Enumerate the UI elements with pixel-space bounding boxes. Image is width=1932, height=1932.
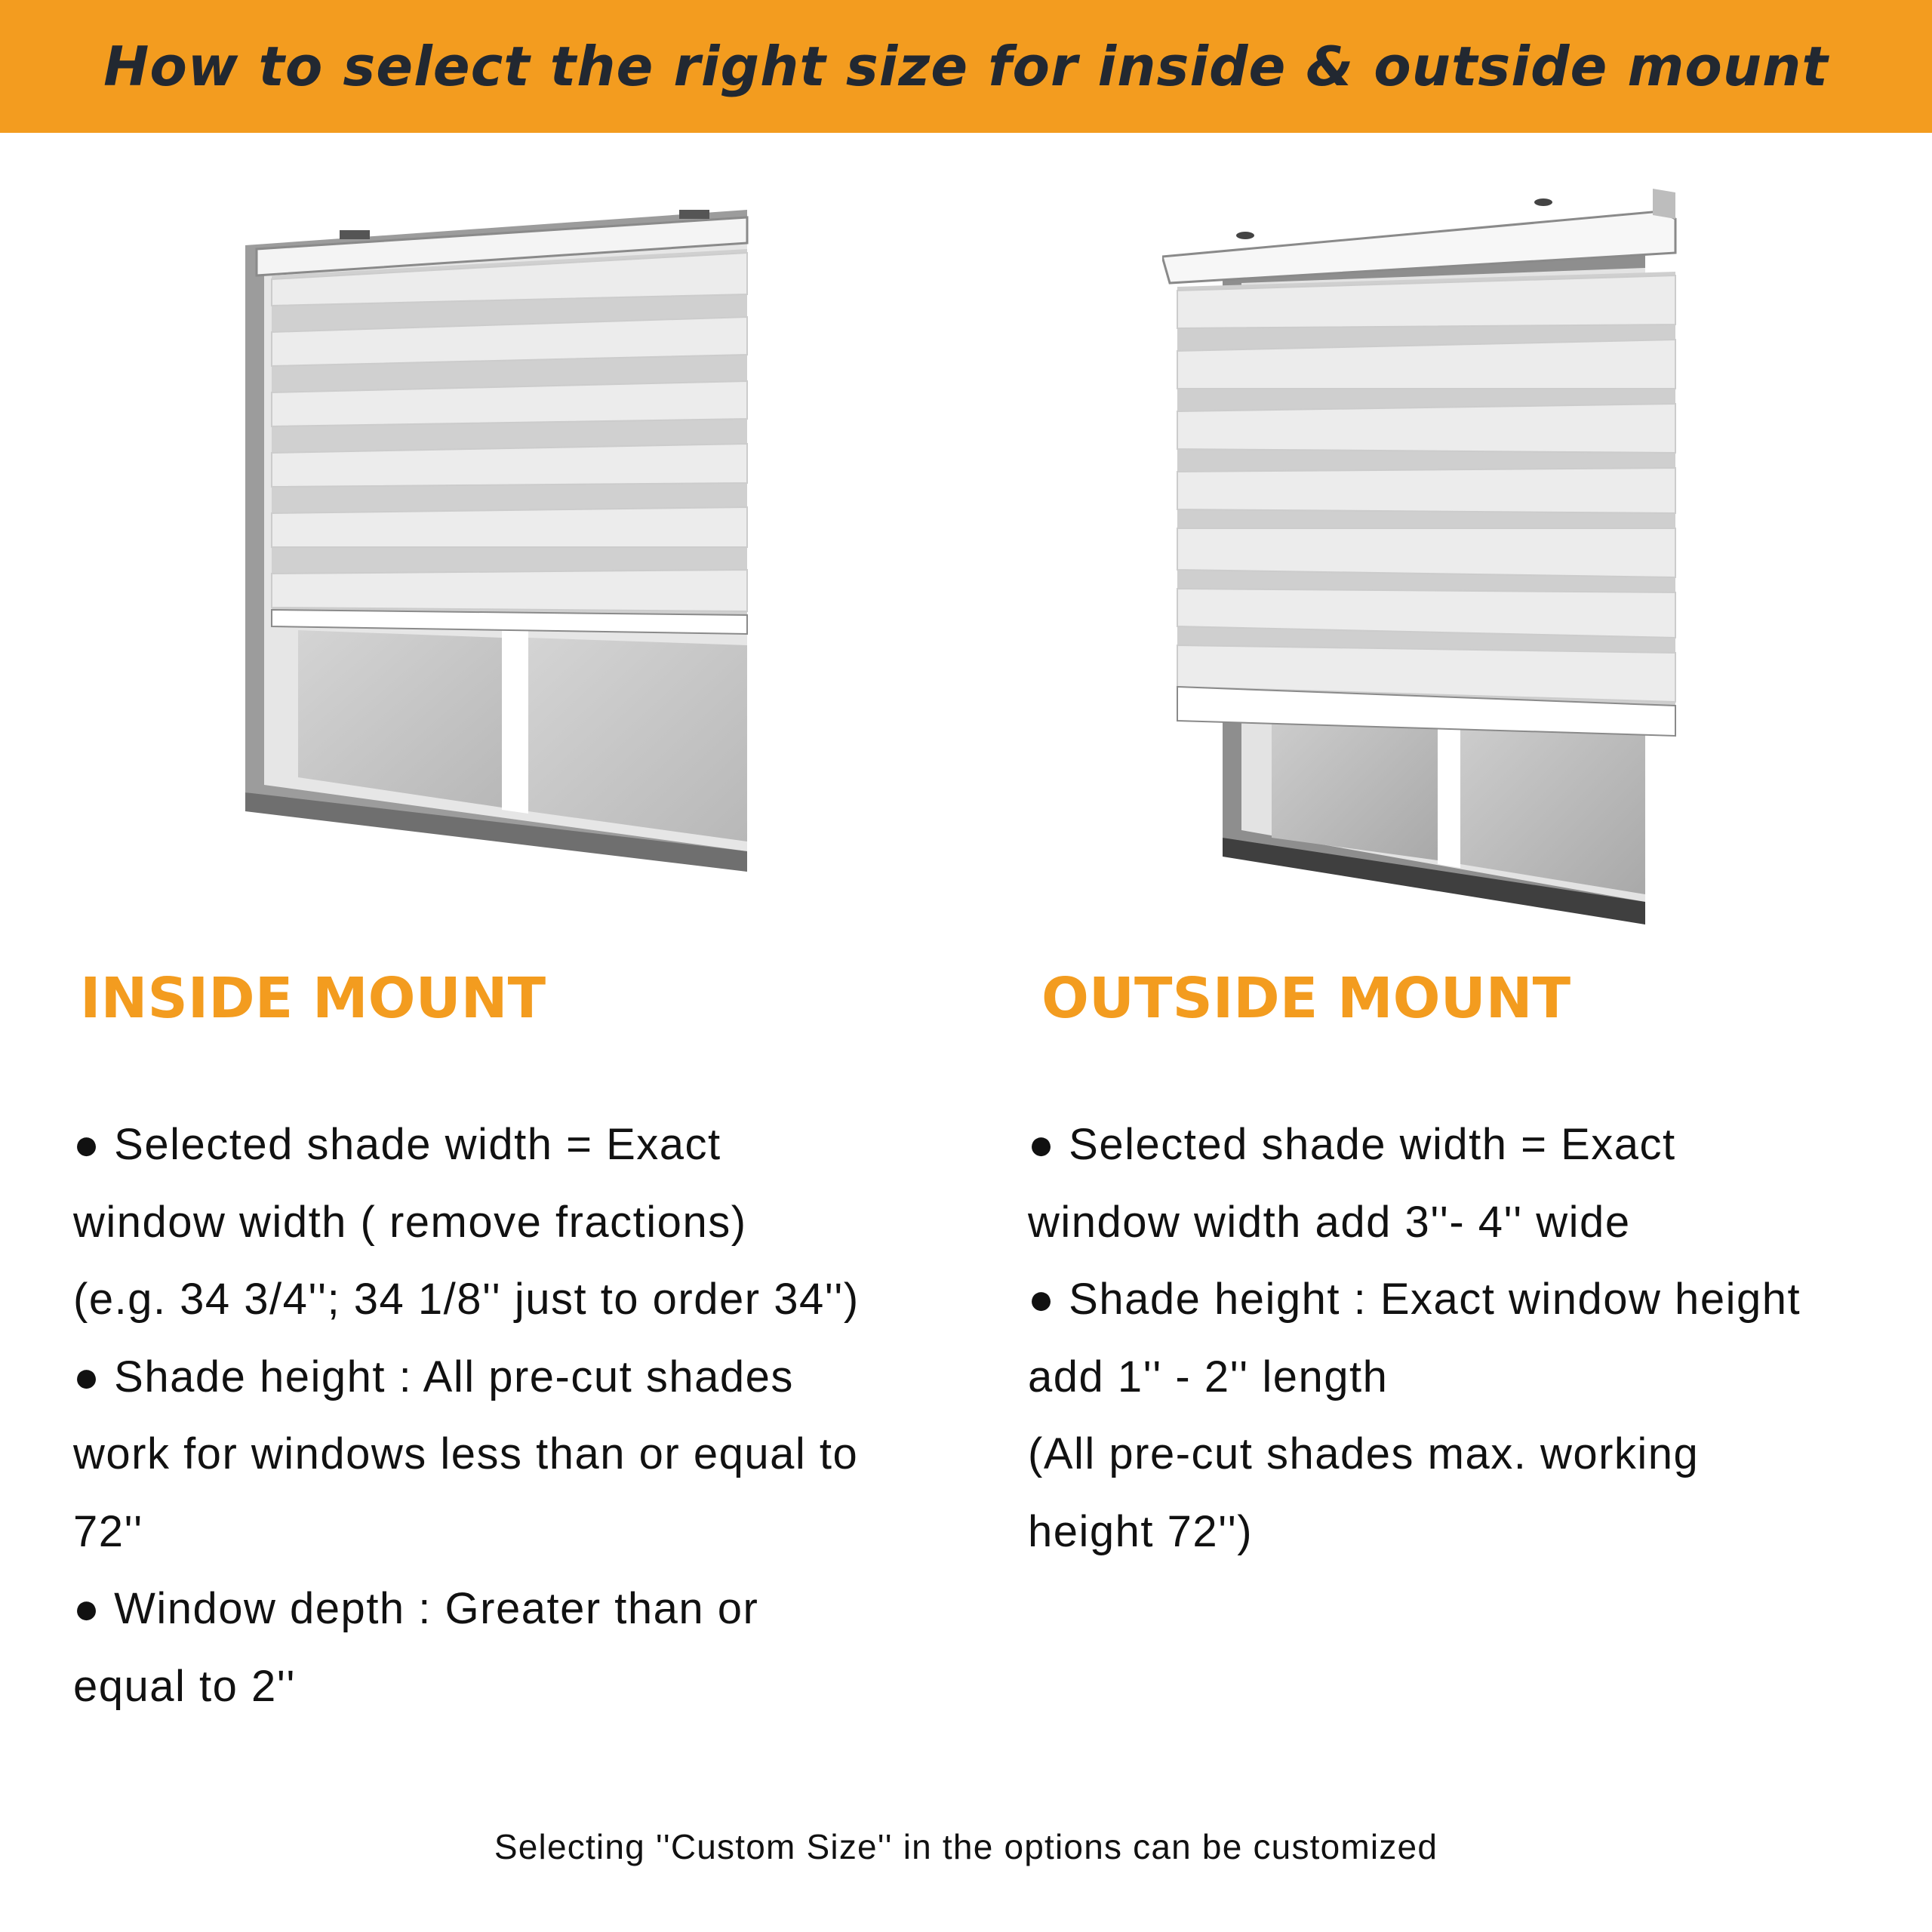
instruction-line: height 72''): [1028, 1506, 1254, 1556]
page-title: How to select the right size for inside …: [103, 35, 1829, 98]
outside-mount-window-shade-icon: [1162, 189, 1677, 924]
instruction-line: ● Shade height : Exact window height: [1028, 1275, 1801, 1324]
instruction-line: 72'': [73, 1506, 143, 1556]
inside-mount-instructions: ● Selected shade width = Exact window wi…: [73, 1106, 979, 1725]
inside-mount-heading: INSIDE MOUNT: [80, 966, 546, 1031]
instruction-line: window width ( remove fractions): [73, 1197, 747, 1247]
instruction-line: ● Selected shade width = Exact: [73, 1120, 721, 1169]
instruction-line: equal to 2'': [73, 1661, 296, 1711]
inside-mount-window-shade-icon: [245, 210, 749, 872]
outside-mount-instructions: ● Selected shade width = Exact window wi…: [1028, 1106, 1926, 1571]
instruction-line: ● Selected shade width = Exact: [1028, 1120, 1676, 1169]
instruction-line: (e.g. 34 3/4''; 34 1/8'' just to order 3…: [73, 1275, 860, 1324]
instruction-line: add 1'' - 2'' length: [1028, 1352, 1389, 1401]
instruction-line: ● Window depth : Greater than or: [73, 1584, 759, 1633]
instruction-line: work for windows less than or equal to: [73, 1429, 859, 1478]
instruction-line: ● Shade height : All pre-cut shades: [73, 1352, 794, 1401]
instruction-line: (All pre-cut shades max. working: [1028, 1429, 1700, 1478]
title-banner: How to select the right size for inside …: [0, 0, 1932, 133]
instruction-line: window width add 3''- 4'' wide: [1028, 1197, 1631, 1247]
outside-mount-heading: OUTSIDE MOUNT: [1041, 966, 1571, 1031]
custom-size-note: Selecting ''Custom Size'' in the options…: [494, 1827, 1438, 1866]
